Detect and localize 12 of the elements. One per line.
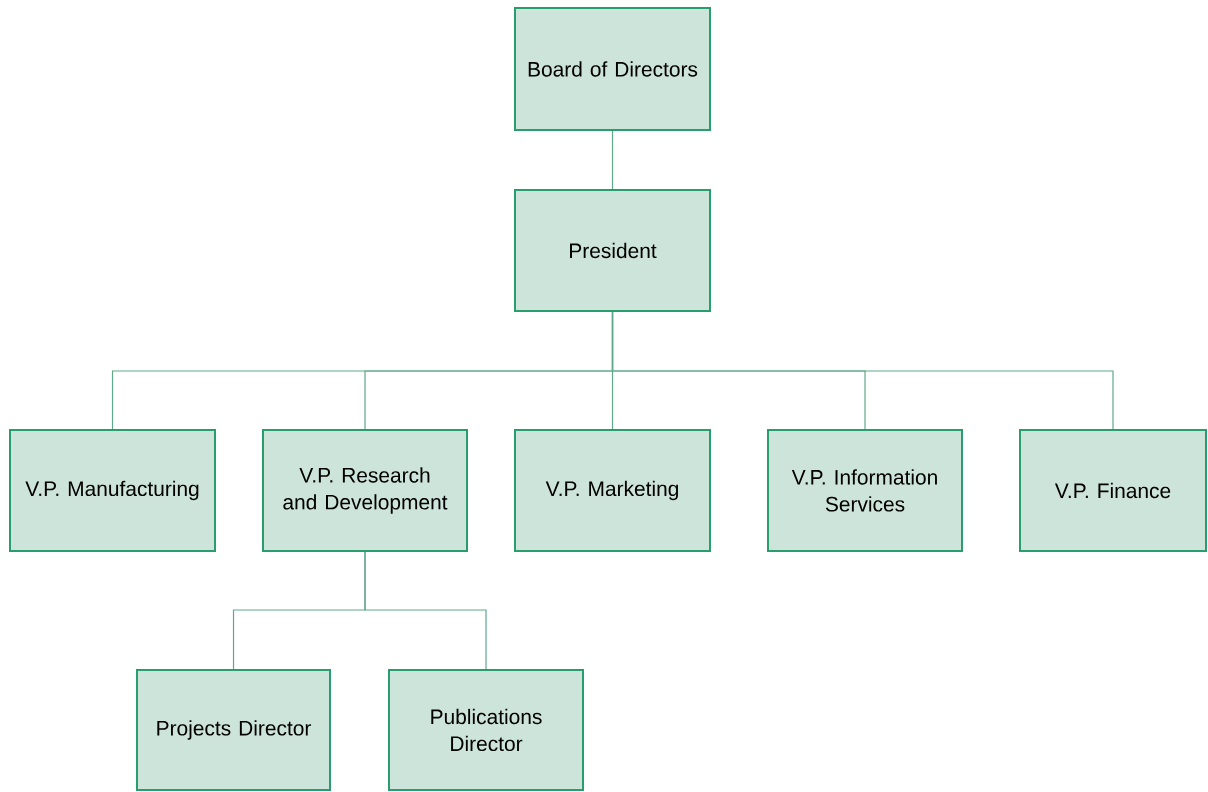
org-box: V.P. Information Services <box>767 429 963 552</box>
org-box: V.P. Manufacturing <box>9 429 216 552</box>
org-box: V.P. Research and Development <box>262 429 468 552</box>
org-box: President <box>514 189 711 312</box>
org-box: V.P. Marketing <box>514 429 711 552</box>
org-box: V.P. Finance <box>1019 429 1207 552</box>
org-box: Projects Director <box>136 669 331 791</box>
connector-line <box>364 551 487 670</box>
connector-line <box>611 311 1114 430</box>
org-box: Board of Directors <box>514 7 711 131</box>
connector-line <box>611 130 614 190</box>
org-box: Publications Director <box>388 669 584 791</box>
